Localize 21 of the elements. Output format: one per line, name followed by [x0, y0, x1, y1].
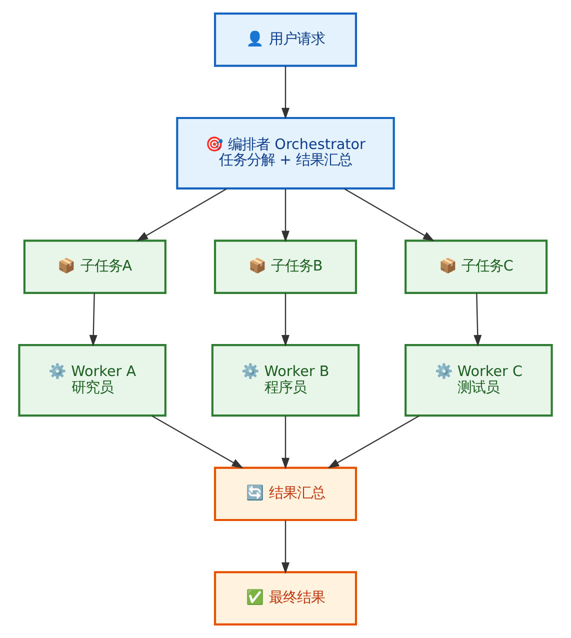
node-box: 📦 子任务B — [214, 240, 358, 294]
arrow — [281, 416, 290, 470]
arrow — [474, 293, 482, 346]
node-box: ⚙ Worker B 程序员 — [211, 344, 360, 417]
arrow — [281, 189, 290, 242]
arrow — [328, 415, 420, 468]
arrow — [281, 293, 290, 346]
arrow — [281, 520, 290, 574]
arrow — [136, 188, 228, 242]
node-box: 📦 子任务C — [404, 240, 548, 294]
arrow — [281, 66, 290, 120]
node-box: 🔄 结果汇总 — [214, 466, 358, 522]
arrow — [89, 293, 98, 346]
arrow — [344, 188, 434, 242]
arrow — [152, 415, 244, 468]
node-box: ⚙ Worker C 测试员 — [404, 344, 553, 417]
node-box: 👤 用户请求 — [214, 12, 358, 67]
node-box: ✅ 最终结果 — [214, 571, 358, 626]
node-box: 🎯 编排者 Orchestrator 任务分解 + 结果汇总 — [176, 116, 395, 190]
node-box: 📦 子任务A — [23, 240, 166, 294]
node-box: ⚙ Worker A 研究员 — [18, 344, 166, 417]
